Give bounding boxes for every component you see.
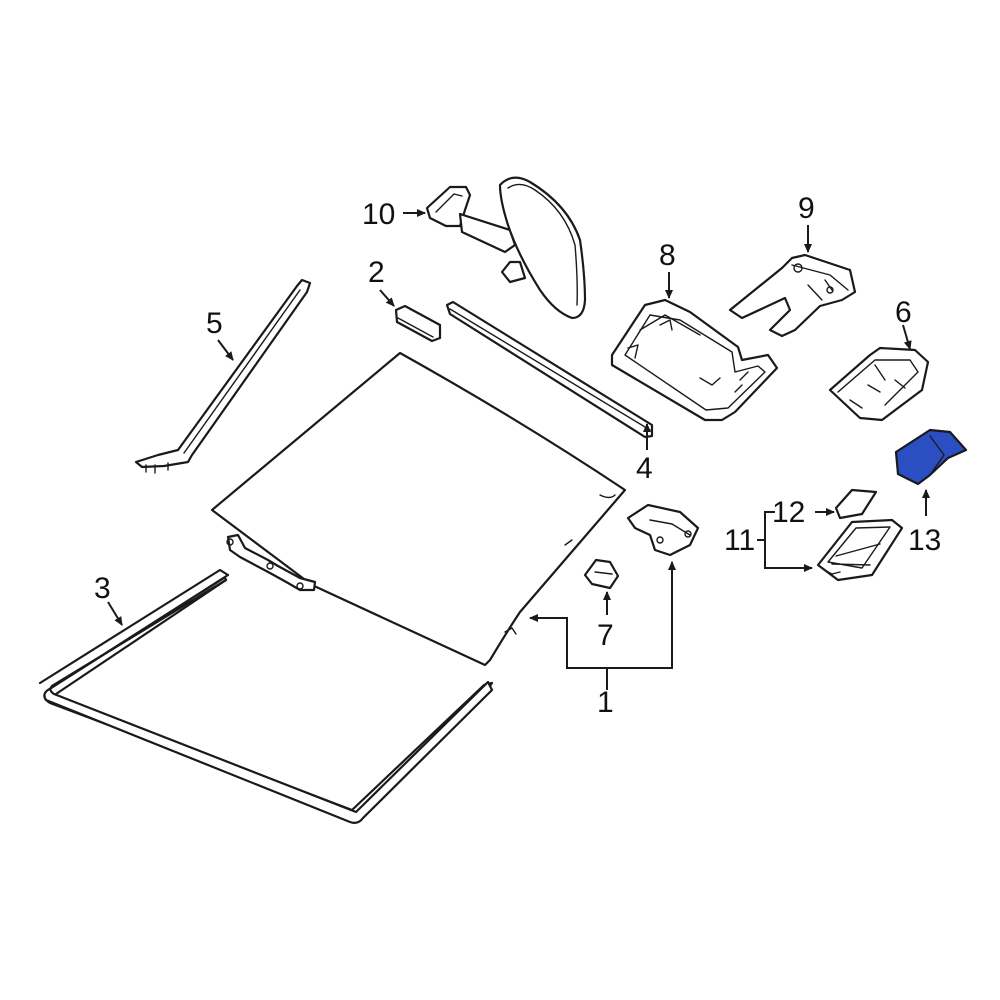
callout-3: 3: [94, 572, 111, 605]
part-5-pillar-molding[interactable]: [134, 278, 312, 474]
callout-labels: 1 2 3 4 5 6 7 8 9 10 11 12 13: [94, 192, 941, 719]
callout-8: 8: [659, 239, 676, 272]
part-4-upper-strip[interactable]: [445, 300, 654, 439]
callout-13: 13: [908, 524, 941, 557]
leader-lines: [107, 209, 930, 690]
part-1-mount-bracket[interactable]: [626, 503, 700, 557]
callout-12: 12: [772, 496, 805, 529]
callout-6: 6: [895, 296, 912, 329]
part-8-console-housing[interactable]: [610, 298, 779, 422]
part-9-bracket[interactable]: [728, 253, 857, 338]
callout-10: 10: [362, 198, 395, 231]
part-6-sensor-bracket[interactable]: [828, 346, 930, 422]
part-13-cover[interactable]: [894, 428, 968, 486]
part-12-pad[interactable]: [834, 488, 878, 520]
part-1-windshield[interactable]: [210, 351, 627, 667]
callout-7: 7: [597, 619, 614, 652]
part-10-mirror[interactable]: [425, 176, 587, 320]
part-7-clip[interactable]: [583, 558, 620, 590]
part-3-molding[interactable]: [38, 568, 494, 824]
part-11-sensor-module[interactable]: [816, 518, 904, 582]
callout-4: 4: [636, 452, 653, 485]
part-2-sensor-strip[interactable]: [394, 304, 442, 343]
callout-5: 5: [206, 307, 223, 340]
callout-1: 1: [597, 686, 614, 719]
callout-9: 9: [798, 192, 815, 225]
callout-11: 11: [724, 524, 755, 557]
callout-2: 2: [368, 256, 385, 289]
